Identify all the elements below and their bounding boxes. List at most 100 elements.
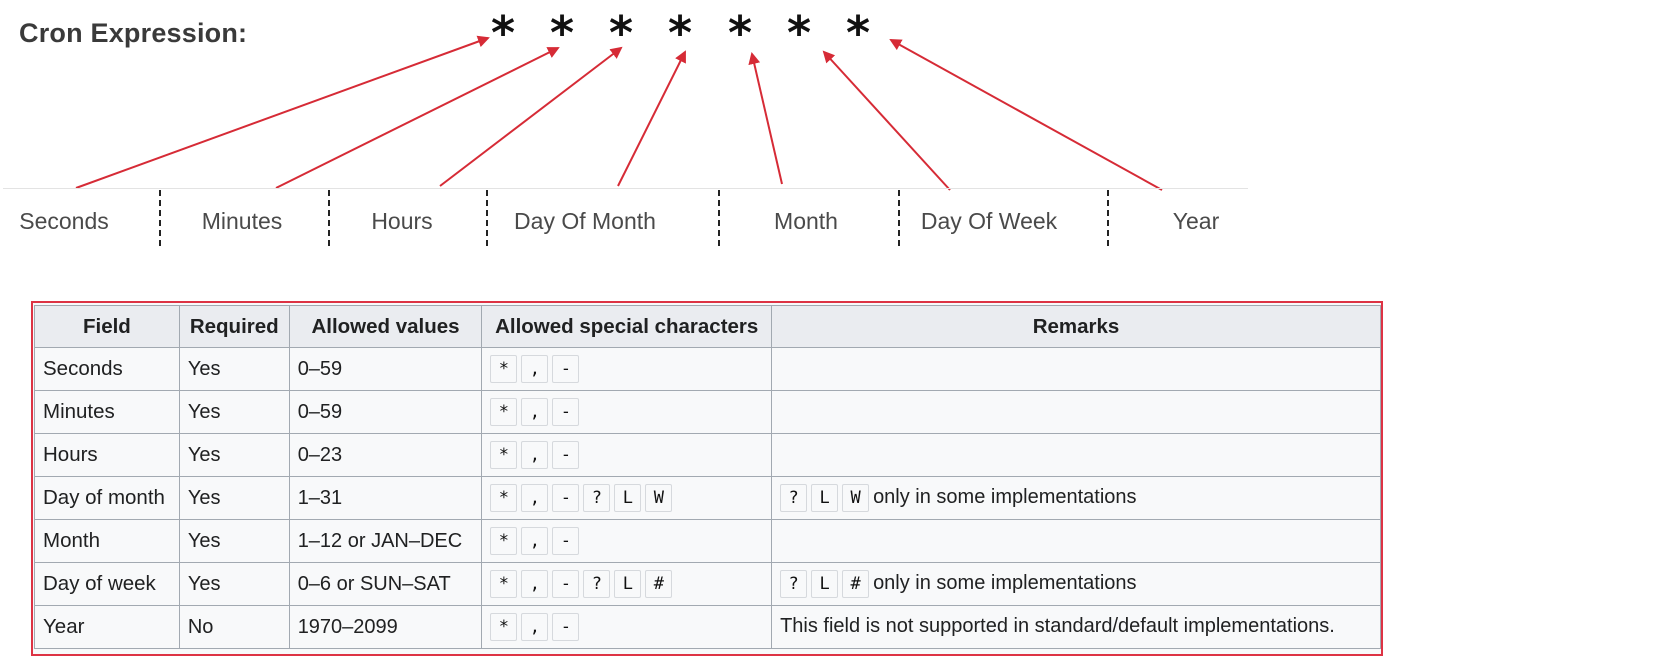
- table-header-allowed-values: Allowed values: [288, 305, 483, 348]
- special-char-chip: *: [490, 441, 518, 469]
- special-characters-cell: *,-?L#: [481, 562, 773, 606]
- allowed-values-cell: 0–23: [288, 433, 483, 477]
- special-char-chip: W: [645, 484, 673, 512]
- field-cell: Hours: [34, 433, 180, 477]
- remarks-cell: [771, 347, 1381, 391]
- special-char-chip: *: [490, 484, 518, 512]
- cron-star-7: *: [845, 6, 871, 60]
- special-char-chip: ?: [780, 570, 808, 598]
- field-label-minutes: Minutes: [201, 208, 283, 234]
- field-label-month: Month: [774, 208, 838, 234]
- special-char-chip: ?: [583, 484, 611, 512]
- cron-star-5: *: [727, 6, 753, 60]
- special-char-chip: -: [552, 613, 580, 641]
- arrow-7: [889, 39, 1163, 191]
- special-char-chip: L: [811, 570, 839, 598]
- allowed-values-cell: 1–31: [288, 476, 483, 520]
- special-char-chip: ,: [521, 441, 549, 469]
- special-characters-cell: *,-: [481, 347, 773, 391]
- special-char-chip: L: [811, 484, 839, 512]
- field-label-year: Year: [1172, 208, 1220, 234]
- required-cell: Yes: [178, 519, 290, 563]
- special-char-chip: -: [552, 398, 580, 426]
- table-header-field: Field: [34, 305, 180, 348]
- arrow-5: [748, 52, 783, 185]
- special-char-chip: L: [614, 570, 642, 598]
- remark-text: only in some implementations: [873, 486, 1137, 509]
- required-cell: Yes: [178, 476, 290, 520]
- allowed-values-cell: 1970–2099: [288, 605, 483, 649]
- arrow-2: [275, 47, 560, 189]
- arrow-diagram: [75, 35, 1163, 191]
- arrow-4: [617, 50, 686, 187]
- cron-star-6: *: [786, 6, 812, 60]
- special-char-chip: *: [490, 527, 518, 555]
- special-char-chip: ,: [521, 355, 549, 383]
- field-separator: [486, 190, 488, 246]
- field-cell: Day of week: [34, 562, 180, 606]
- required-cell: No: [178, 605, 290, 649]
- special-char-chip: ,: [521, 570, 549, 598]
- cron-star-4: *: [667, 6, 693, 60]
- required-cell: Yes: [178, 390, 290, 434]
- special-char-chip: ?: [780, 484, 808, 512]
- table-header-allowed-special-characters: Allowed special characters: [481, 305, 773, 348]
- special-characters-cell: *,-: [481, 390, 773, 434]
- special-char-chip: ,: [521, 613, 549, 641]
- special-char-chip: -: [552, 570, 580, 598]
- special-char-chip: W: [842, 484, 870, 512]
- field-label-day-of-month: Day Of Month: [514, 208, 656, 234]
- special-char-chip: ,: [521, 398, 549, 426]
- field-label-hours: Hours: [371, 208, 433, 234]
- special-characters-cell: *,-: [481, 605, 773, 649]
- field-separator: [718, 190, 720, 246]
- cron-star-1: *: [490, 6, 516, 60]
- special-char-chip: -: [552, 527, 580, 555]
- remark-text: only in some implementations: [873, 572, 1137, 595]
- allowed-values-cell: 0–6 or SUN–SAT: [288, 562, 483, 606]
- special-char-chip: ?: [583, 570, 611, 598]
- table-header-required: Required: [178, 305, 290, 348]
- special-char-chip: #: [842, 570, 870, 598]
- field-separator: [159, 190, 161, 246]
- arrow-6: [822, 50, 951, 191]
- remarks-cell: This field is not supported in standard/…: [771, 605, 1381, 649]
- remark-text: This field is not supported in standard/…: [780, 615, 1335, 638]
- required-cell: Yes: [178, 562, 290, 606]
- special-char-chip: -: [552, 484, 580, 512]
- remarks-cell: [771, 519, 1381, 563]
- field-separator: [328, 190, 330, 246]
- remarks-cell: ?L#only in some implementations: [771, 562, 1381, 606]
- remarks-cell: [771, 390, 1381, 434]
- allowed-values-cell: 0–59: [288, 347, 483, 391]
- special-char-chip: -: [552, 441, 580, 469]
- field-row-rule: [3, 188, 1248, 189]
- table-header-remarks: Remarks: [771, 305, 1381, 348]
- allowed-values-cell: 0–59: [288, 390, 483, 434]
- field-separator: [898, 190, 900, 246]
- field-separator: [1107, 190, 1109, 246]
- special-char-chip: *: [490, 398, 518, 426]
- special-char-chip: L: [614, 484, 642, 512]
- special-char-chip: #: [645, 570, 673, 598]
- field-cell: Day of month: [34, 476, 180, 520]
- required-cell: Yes: [178, 347, 290, 391]
- special-char-chip: *: [490, 355, 518, 383]
- special-characters-cell: *,-: [481, 433, 773, 477]
- special-characters-cell: *,-: [481, 519, 773, 563]
- field-cell: Year: [34, 605, 180, 649]
- special-char-chip: *: [490, 570, 518, 598]
